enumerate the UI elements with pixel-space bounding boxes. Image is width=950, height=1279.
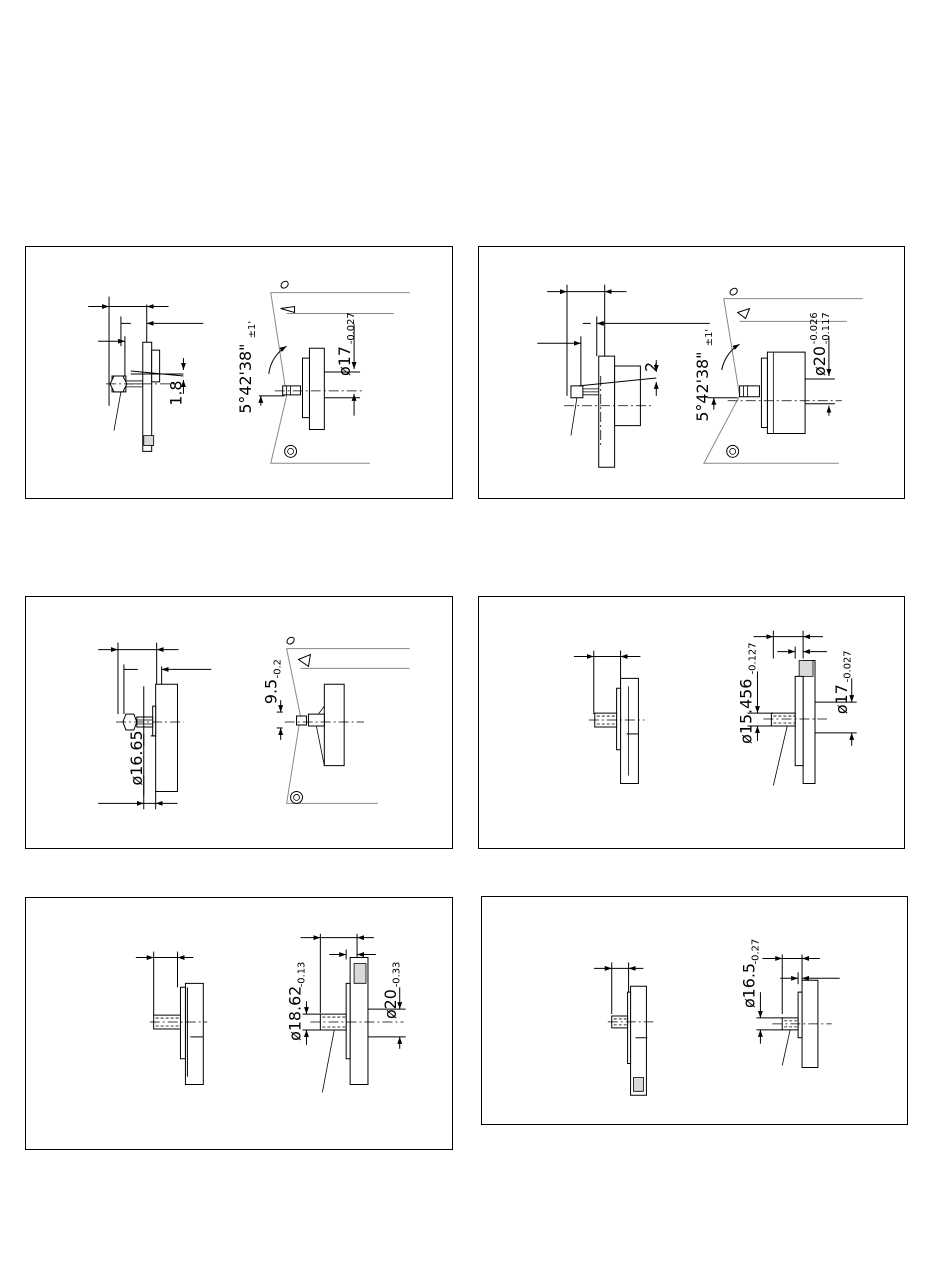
svg-text:5°42'38": 5°42'38" bbox=[693, 352, 712, 422]
panel-2-drawing: 2 5°42'38" ±1' ø bbox=[479, 247, 904, 498]
svg-text:9.5: 9.5 bbox=[262, 679, 281, 704]
p6-right-view bbox=[756, 954, 839, 1067]
p4-dia-small-label: ø15.456 -0.127 bbox=[737, 642, 759, 743]
drawing-panel-1: 1.8 5°42'38" ±1' ø bbox=[25, 246, 453, 499]
p4-dia-large-label: ø17 -0.027 bbox=[832, 650, 854, 714]
drawing-panel-2: 2 5°42'38" ±1' ø bbox=[478, 246, 905, 499]
svg-text:-0.2: -0.2 bbox=[273, 659, 284, 678]
p2-right-view bbox=[704, 287, 863, 463]
p1-dia-label: ø17 -0.027 bbox=[335, 312, 357, 376]
panel-5-drawing: ø18.62 -0.13 ø20 -0.33 bbox=[26, 898, 452, 1149]
p2-angle-label: 5°42'38" ±1' bbox=[693, 329, 715, 422]
panel-4-drawing: ø15.456 -0.127 ø17 -0.027 bbox=[479, 597, 904, 848]
svg-text:ø17: ø17 bbox=[832, 684, 851, 714]
p3-len-label: 9.5 -0.2 bbox=[262, 659, 284, 704]
svg-text:5°42'38": 5°42'38" bbox=[236, 344, 255, 414]
drawing-panel-6: ø16.5 -0.27 bbox=[481, 896, 908, 1125]
svg-text:-0.027: -0.027 bbox=[843, 650, 854, 682]
p3-dia-label: ø16.65 bbox=[127, 730, 146, 785]
p3-left-view bbox=[98, 643, 211, 810]
svg-text:-0.13: -0.13 bbox=[296, 962, 307, 988]
p1-depth-label: 1.8 bbox=[166, 381, 185, 406]
p5-dia-small-label: ø18.62 -0.13 bbox=[286, 962, 308, 1041]
svg-text:ø18.62: ø18.62 bbox=[286, 986, 305, 1041]
panel-1-drawing: 1.8 5°42'38" ±1' ø bbox=[26, 247, 452, 498]
svg-text:-0.027: -0.027 bbox=[346, 312, 357, 344]
p4-left-view bbox=[574, 651, 644, 784]
svg-text:-0.33: -0.33 bbox=[392, 962, 403, 988]
p3-right-view bbox=[277, 636, 410, 804]
p5-dia-large-label: ø20 -0.33 bbox=[381, 962, 403, 1019]
drawing-panel-3: ø16.65 9.5 -0.2 bbox=[25, 596, 453, 849]
svg-text:ø16.5: ø16.5 bbox=[739, 963, 758, 1008]
p6-left-view bbox=[594, 962, 653, 1095]
p5-left-view bbox=[136, 952, 207, 1085]
svg-text:-0.026: -0.026 bbox=[809, 312, 820, 344]
p1-angle-label: 5°42'38" ±1' bbox=[236, 321, 258, 414]
svg-text:±1': ±1' bbox=[247, 321, 258, 338]
drawing-panel-5: ø18.62 -0.13 ø20 -0.33 bbox=[25, 897, 453, 1150]
svg-text:-0.27: -0.27 bbox=[750, 939, 761, 965]
p2-dia-label: ø20 -0.026 -0.117 bbox=[809, 312, 832, 376]
svg-text:ø17: ø17 bbox=[335, 346, 354, 376]
p2-depth-label: 2 bbox=[641, 362, 660, 372]
svg-text:-0.127: -0.127 bbox=[747, 642, 758, 674]
panel-6-drawing: ø16.5 -0.27 bbox=[482, 897, 907, 1124]
svg-text:ø15.456: ø15.456 bbox=[737, 679, 756, 744]
p6-dia-label: ø16.5 -0.27 bbox=[739, 939, 761, 1008]
svg-text:±1': ±1' bbox=[704, 329, 715, 346]
drawing-panel-4: ø15.456 -0.127 ø17 -0.027 bbox=[478, 596, 905, 849]
p1-left-view bbox=[88, 297, 203, 452]
panel-3-drawing: ø16.65 9.5 -0.2 bbox=[26, 597, 452, 848]
svg-text:-0.117: -0.117 bbox=[821, 312, 832, 344]
svg-text:ø20: ø20 bbox=[381, 989, 400, 1019]
p2-left-view bbox=[537, 285, 710, 468]
svg-text:ø20: ø20 bbox=[810, 346, 829, 376]
